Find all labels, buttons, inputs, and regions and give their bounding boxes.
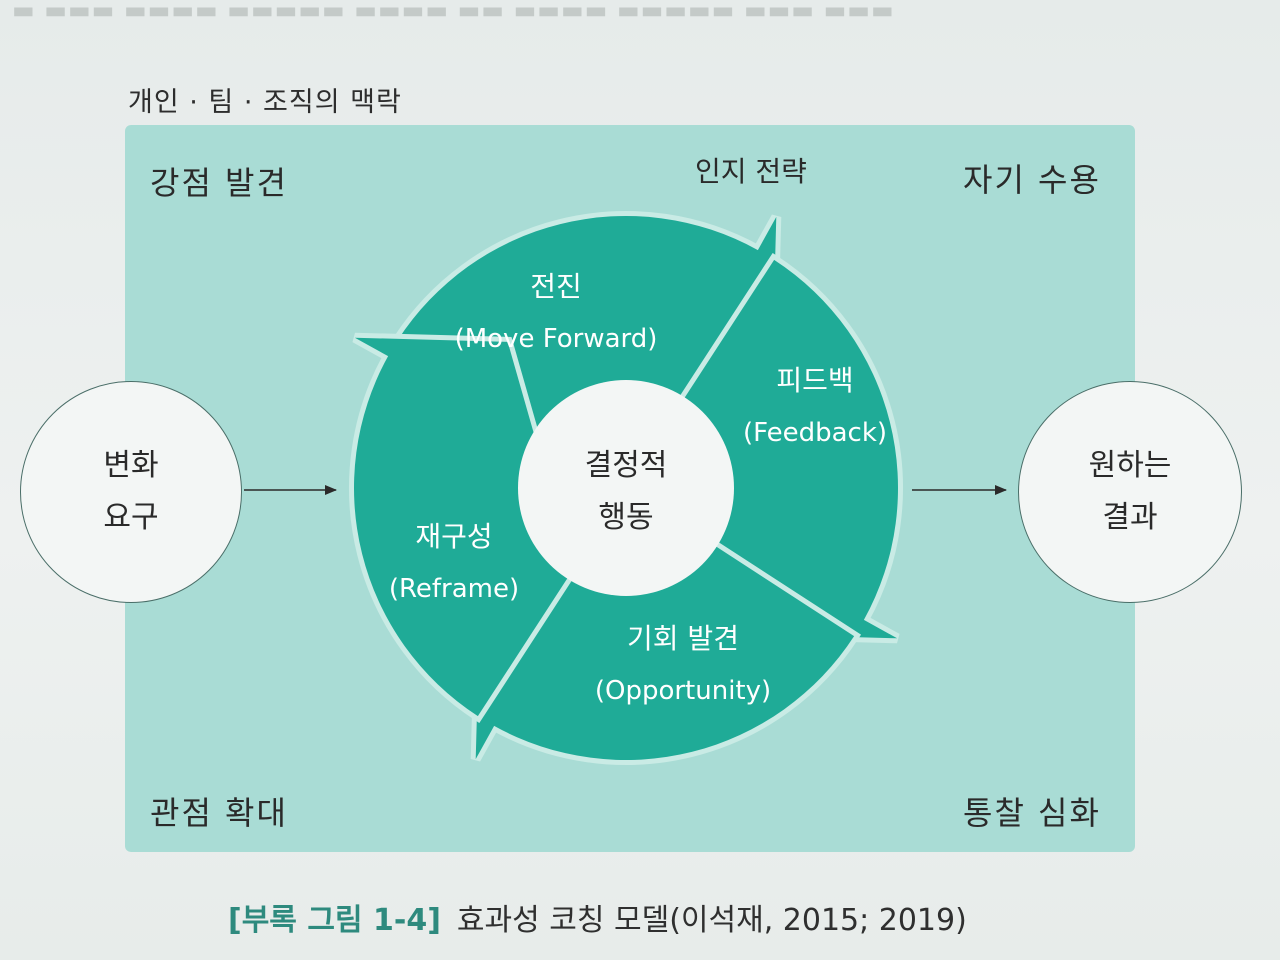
change-needs-line1: 변화: [103, 448, 159, 483]
opportunity-en: (Opportunity): [594, 676, 772, 706]
cycle-label-opportunity: 기회 발견 (Opportunity): [595, 622, 771, 708]
feedback-ko: 피드백: [776, 364, 854, 397]
reframe-ko: 재구성: [415, 520, 493, 553]
desired-result-line1: 원하는: [1088, 448, 1172, 483]
cycle-label-reframe: 재구성 (Reframe): [389, 520, 519, 606]
change-needs-node: 변화 요구: [20, 381, 242, 603]
cognitive-strategy-label: 인지 전략: [695, 155, 807, 188]
center-circle: [518, 380, 734, 596]
bleed-through-text: ▬ ▬▬▬ ▬▬▬▬ ▬▬▬▬▬ ▬▬▬▬ ▬▬ ▬▬▬▬ ▬▬▬▬▬ ▬▬▬ …: [12, 0, 895, 24]
cycle-label-move-forward: 전진 (Move Forward): [455, 270, 658, 356]
cycle-label-feedback: 피드백 (Feedback): [743, 364, 887, 450]
change-needs-line2: 요구: [103, 500, 159, 535]
corner-strength-discovery: 강점 발견: [150, 164, 288, 202]
reframe-en: (Reframe): [388, 574, 520, 604]
move-forward-en: (Move Forward): [454, 324, 658, 354]
move-forward-ko: 전진: [530, 270, 582, 303]
desired-result-node: 원하는 결과: [1018, 381, 1242, 603]
caption-tag: [부록 그림 1-4]: [228, 903, 441, 938]
decisive-action-line2: 행동: [598, 500, 654, 535]
decisive-action-label: 결정적 행동: [585, 440, 668, 544]
opportunity-ko: 기회 발견: [627, 622, 739, 655]
corner-self-acceptance: 자기 수용: [963, 161, 1101, 199]
figure-caption: [부록 그림 1-4] 효과성 코칭 모델(이석재, 2015; 2019): [228, 895, 967, 939]
desired-result-line2: 결과: [1102, 500, 1158, 535]
context-label: 개인 · 팀 · 조직의 맥락: [128, 87, 402, 118]
feedback-en: (Feedback): [742, 418, 888, 448]
corner-perspective-expansion: 관점 확대: [150, 794, 288, 832]
caption-title: 효과성 코칭 모델(이석재, 2015; 2019): [456, 903, 967, 938]
decisive-action-line1: 결정적: [584, 448, 668, 483]
corner-insight-deepening: 통찰 심화: [963, 794, 1101, 832]
